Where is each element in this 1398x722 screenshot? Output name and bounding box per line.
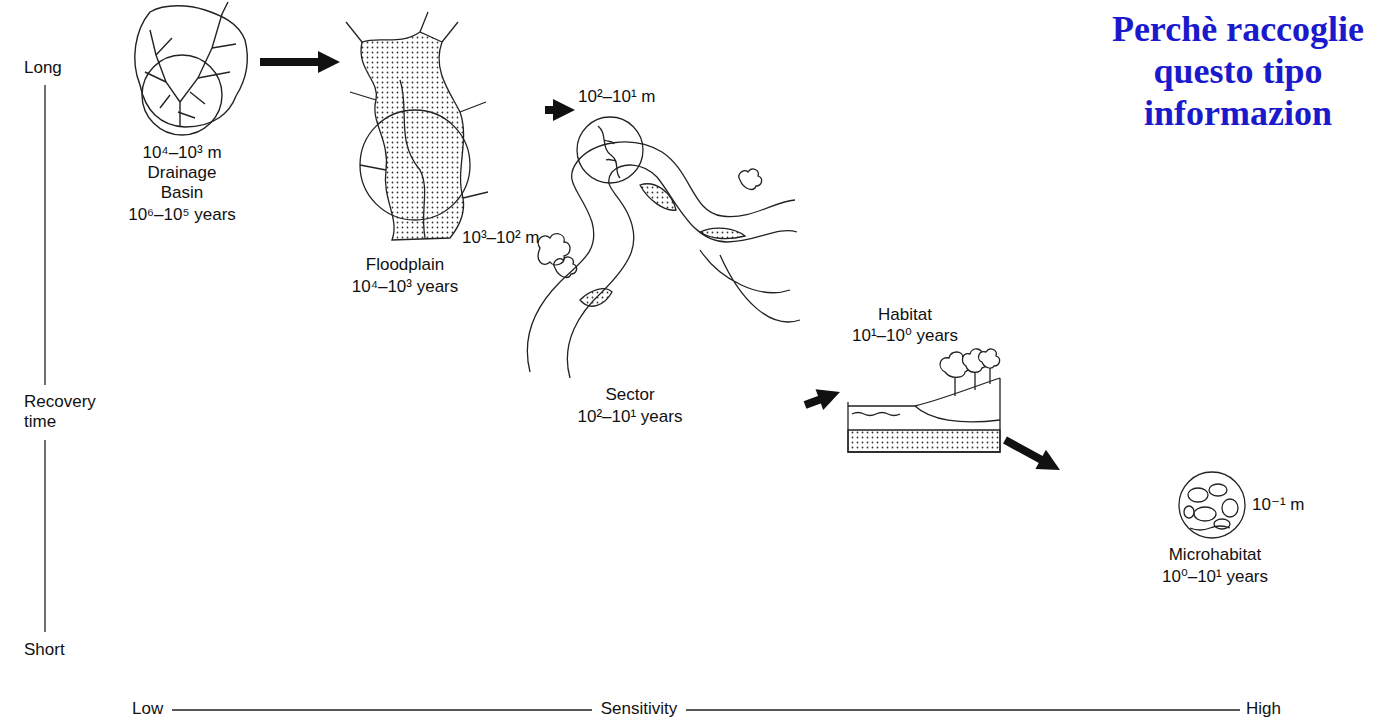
- scale-arrow: [545, 99, 575, 121]
- scale-text: Floodplain: [366, 255, 444, 275]
- axis-label: Low: [132, 699, 163, 719]
- sector-drawing: [527, 117, 800, 378]
- scale-unit: 10³–10² m Floodplain10⁴–10³ years: [340, 15, 545, 303]
- habitat-drawing: [848, 349, 1000, 452]
- arrow-head: [816, 389, 840, 410]
- scale-text: Habitat: [878, 305, 932, 325]
- scale-text: 10³–10² m: [462, 228, 539, 248]
- scale-arrow: [260, 51, 340, 73]
- axis-label: Recovery time: [24, 392, 104, 432]
- scale-arrow: [805, 389, 840, 410]
- scale-text: 10²–10¹ years: [578, 407, 683, 427]
- axis-label: Short: [24, 640, 65, 660]
- arrow-head: [318, 51, 340, 73]
- scale-text: 10⁶–10⁵ years: [128, 205, 236, 225]
- scale-text: 10⁴–10³ years: [352, 277, 459, 297]
- scale-text: Drainage Basin: [132, 163, 232, 203]
- scale-text: 10¹–10⁰ years: [852, 326, 958, 346]
- scale-unit: Habitat10¹–10⁰ years: [840, 300, 1005, 455]
- scale-text: Microhabitat: [1169, 545, 1262, 565]
- axis-label: High: [1246, 699, 1281, 719]
- arrow-head: [553, 99, 575, 121]
- arrow-head: [1035, 450, 1060, 470]
- scale-text: 10⁰–10¹ years: [1162, 567, 1268, 587]
- scale-unit: 10⁴–10³ mDrainage Basin10⁶–10⁵ years: [100, 5, 260, 230]
- floodplain-drawing: [346, 12, 488, 240]
- arrow-shaft: [260, 58, 328, 66]
- microhabitat-drawing: [1179, 472, 1245, 538]
- drainage-basin-drawing: [135, 2, 247, 135]
- scale-unit: 10⁻¹ m Microhabitat10⁰–10¹ years: [1060, 460, 1320, 590]
- scale-text: 10²–10¹ m: [578, 87, 655, 107]
- scale-text: Sector: [605, 385, 654, 405]
- scale-text: 10⁴–10³ m: [142, 143, 221, 163]
- axis-lines: [45, 85, 1240, 710]
- scale-arrow: [1005, 440, 1060, 470]
- axis-label: Sensitivity: [601, 699, 678, 719]
- scale-unit: 10²–10¹ m Sector10²–10¹ years: [575, 85, 805, 430]
- axis-label: Long: [24, 58, 62, 78]
- scale-text: 10⁻¹ m: [1252, 495, 1304, 515]
- slide-title: Perchè raccoglie questo tipo informazion: [1088, 8, 1388, 134]
